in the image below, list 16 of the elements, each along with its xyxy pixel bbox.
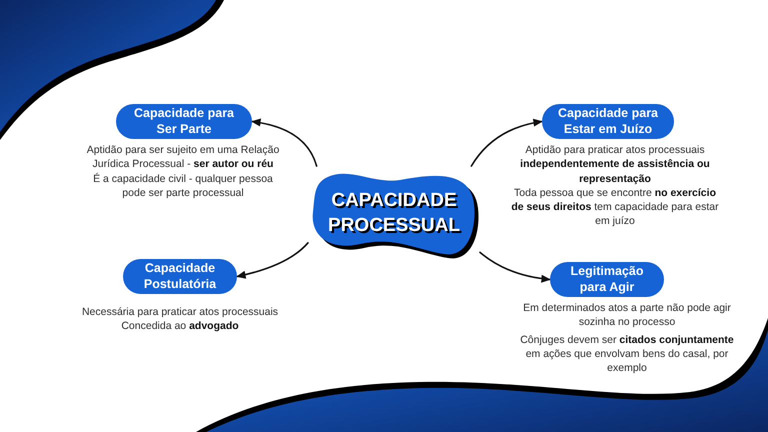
description-text: Necessária para praticar atos processuais [82, 305, 278, 320]
central-title: CAPACIDADE PROCESSUAL [327, 189, 461, 238]
description-text: Aptidão para ser sujeito em uma Relação Jurídica Processual - ser autor ou réu [86, 143, 280, 172]
curved-arrow [236, 242, 309, 279]
topic-pill: Capacidade para Estar em Juízo [542, 104, 674, 139]
topic-pill: Legitimação para Agir [550, 262, 664, 297]
curved-arrow [479, 252, 551, 283]
curved-arrow [251, 118, 318, 167]
topic-pill: Capacidade Postulatória [123, 259, 237, 294]
description-text: Concedida ao advogado [121, 319, 239, 334]
topic-pill: Capacidade para Ser Parte [116, 104, 252, 139]
description-text: Cônjuges devem ser citados conjuntamente em ações que envolvam bens do casal, por exemplo [519, 332, 735, 376]
description-text: Em determinados atos a parte não pode agir sozinha no processo [522, 301, 732, 330]
description-text: É a capacidade civil - qualquer pessoa pode ser parte processual [92, 172, 274, 200]
curved-arrow [470, 118, 543, 167]
description-text: Toda pessoa que se encontre no exercício de seus direitos tem capacidade para estar em juízo [510, 186, 720, 229]
